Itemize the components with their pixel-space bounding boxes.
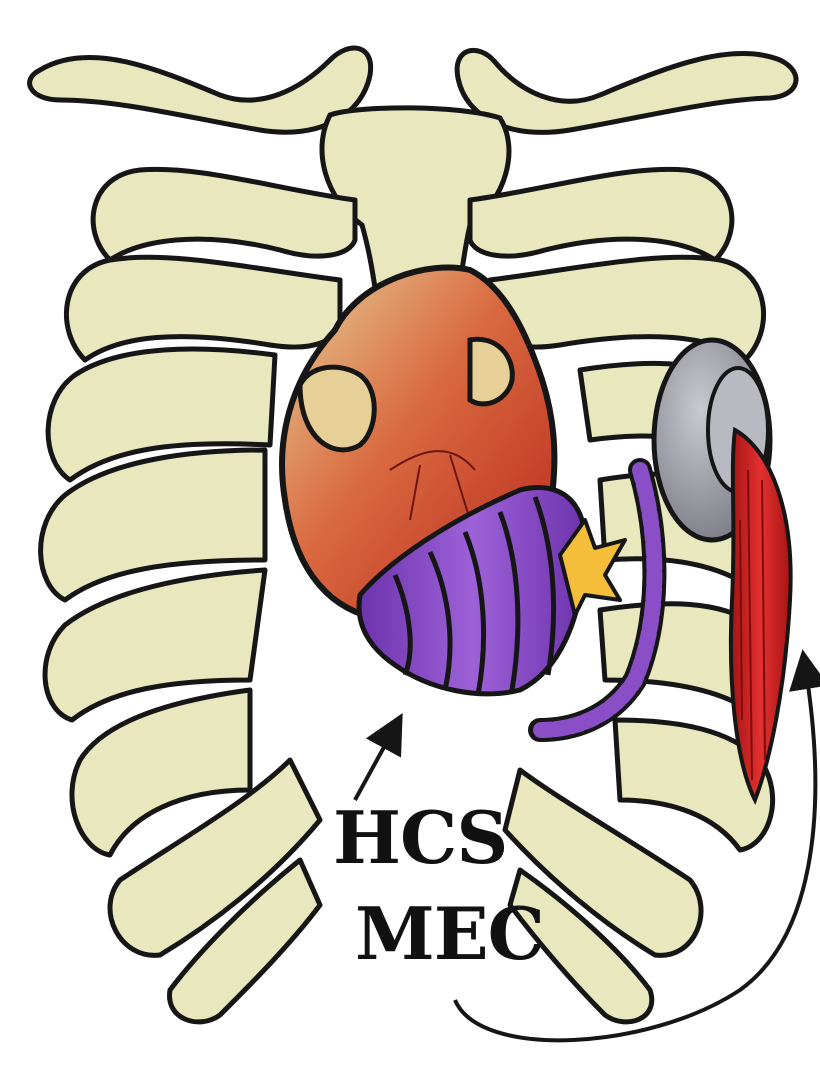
- red-muscle-actuator: [731, 430, 791, 800]
- left-ribs: [41, 169, 355, 1022]
- hcs-label: HCS: [333, 802, 507, 874]
- mec-label: MEC: [355, 898, 544, 970]
- right-clavicle: [457, 50, 796, 132]
- left-clavicle: [30, 48, 371, 132]
- arrow-up-right: [355, 727, 395, 800]
